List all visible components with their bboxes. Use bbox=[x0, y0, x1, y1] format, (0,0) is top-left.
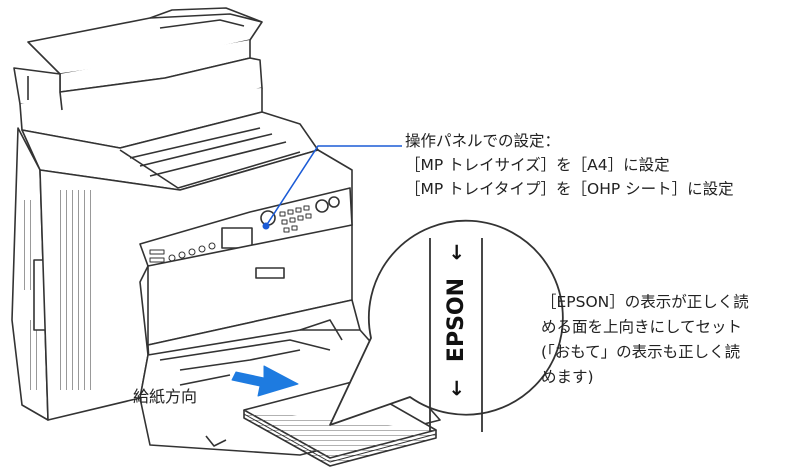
callout-line-size: ［MP トレイサイズ］を［A4］に設定 bbox=[405, 156, 670, 174]
magnifier-outline bbox=[329, 219, 564, 426]
epson-label: EPSON bbox=[444, 278, 469, 362]
magnifier: EPSON ← ← bbox=[329, 219, 564, 432]
leader-line bbox=[265, 145, 402, 227]
orientation-note: ［EPSON］の表示が正しく読 める面を上向きにしてセット (「おもて」の表示も… bbox=[541, 290, 749, 390]
callout-leader bbox=[262, 145, 402, 230]
arrow-up-icon: ← bbox=[444, 380, 468, 397]
note-line: めます) bbox=[541, 368, 594, 386]
callout-title: 操作パネルでの設定： bbox=[405, 132, 561, 150]
callout-line-type: ［MP トレイタイプ］を［OHP シート］に設定 bbox=[405, 180, 734, 198]
epson-label-group: EPSON ← ← bbox=[444, 244, 469, 397]
note-line: ［EPSON］の表示が正しく読 bbox=[541, 293, 749, 311]
feed-arrow bbox=[231, 365, 299, 397]
panel-settings-callout: 操作パネルでの設定： ［MP トレイサイズ］を［A4］に設定 ［MP トレイタイ… bbox=[405, 129, 734, 201]
arrow-up-icon: ← bbox=[444, 244, 468, 261]
leader-dot bbox=[262, 222, 270, 230]
note-line: (「おもて」の表示も正しく読 bbox=[541, 343, 741, 361]
note-line: める面を上向きにしてセット bbox=[541, 318, 743, 336]
feed-direction-label: 給紙方向 bbox=[133, 387, 198, 406]
